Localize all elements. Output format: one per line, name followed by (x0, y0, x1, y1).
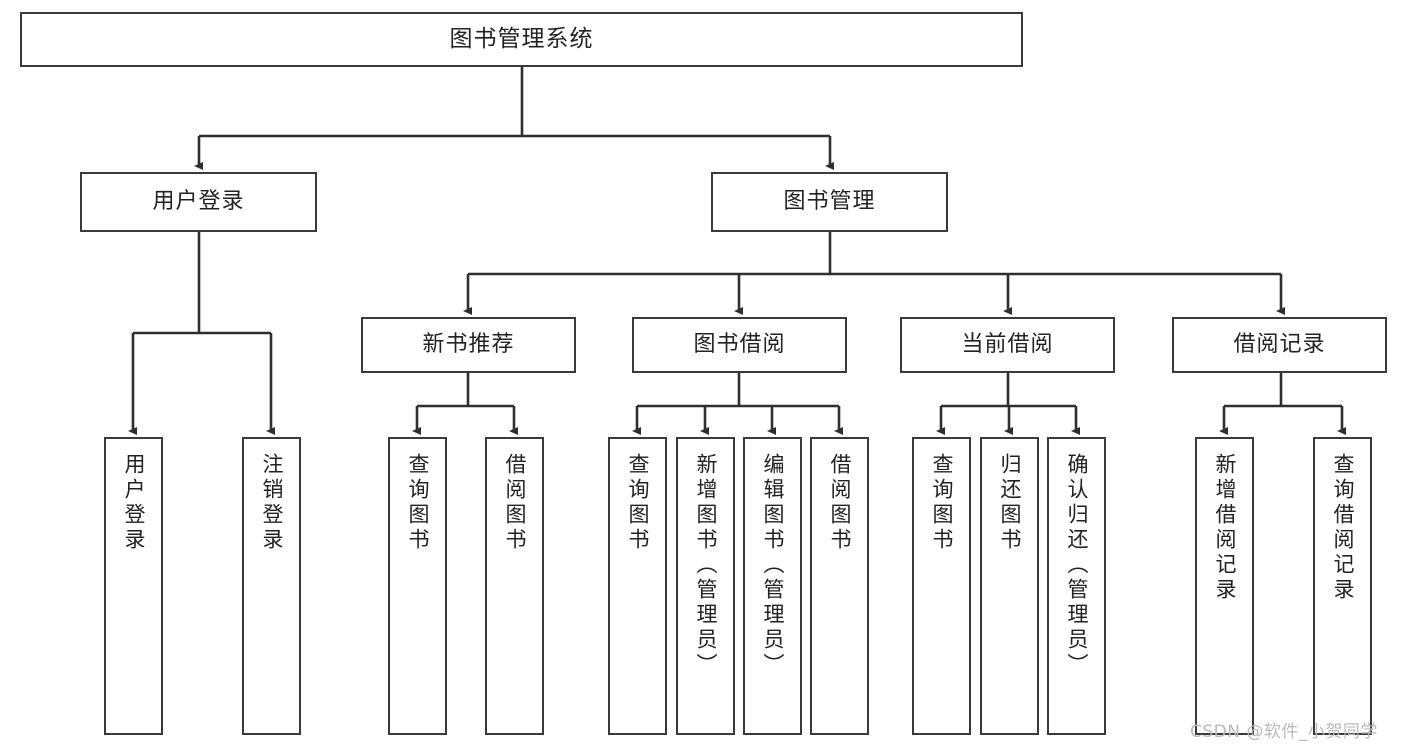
node-current-borrow[interactable]: 当前借阅 (900, 317, 1115, 373)
leaf-record-add[interactable]: 新增借阅记录 (1195, 437, 1254, 735)
node-root-label: 图书管理系统 (449, 25, 594, 52)
leaf-label: 新增借阅记录 (1213, 453, 1237, 603)
node-current-borrow-label: 当前借阅 (961, 332, 1054, 358)
leaf-borrow-edit-book[interactable]: 编辑图书（管理员） (743, 437, 802, 735)
leaf-current-query-book[interactable]: 查询图书 (912, 437, 971, 735)
leaf-new-book-borrow[interactable]: 借阅图书 (485, 437, 544, 735)
leaf-label: 新增图书（管理员） (694, 453, 718, 678)
leaf-borrow-add-book[interactable]: 新增图书（管理员） (676, 437, 735, 735)
leaf-label: 查询图书 (930, 453, 954, 553)
node-user-login-label: 用户登录 (152, 189, 245, 215)
node-borrow-record[interactable]: 借阅记录 (1172, 317, 1387, 373)
leaf-current-return-book[interactable]: 归还图书 (980, 437, 1039, 735)
leaf-user-login-logout[interactable]: 注销登录 (242, 437, 301, 735)
node-new-book-recommend[interactable]: 新书推荐 (361, 317, 576, 373)
node-book-borrow[interactable]: 图书借阅 (632, 317, 847, 373)
node-book-borrow-label: 图书借阅 (693, 332, 786, 358)
leaf-borrow-borrow-book[interactable]: 借阅图书 (810, 437, 869, 735)
leaf-current-confirm-return[interactable]: 确认归还（管理员） (1047, 437, 1106, 735)
leaf-label: 查询图书 (406, 453, 430, 553)
leaf-new-book-query[interactable]: 查询图书 (388, 437, 447, 735)
leaf-label: 确认归还（管理员） (1065, 453, 1089, 678)
leaf-borrow-query-book[interactable]: 查询图书 (608, 437, 667, 735)
leaf-label: 注销登录 (260, 453, 284, 553)
node-book-management[interactable]: 图书管理 (711, 172, 948, 232)
leaf-label: 查询图书 (626, 453, 650, 553)
watermark: CSDN @软件_小贺同学 (1190, 722, 1378, 742)
node-borrow-record-label: 借阅记录 (1233, 332, 1326, 358)
leaf-label: 查询借阅记录 (1331, 453, 1355, 603)
leaf-user-login-login[interactable]: 用户登录 (104, 437, 163, 735)
node-new-book-recommend-label: 新书推荐 (422, 332, 515, 358)
node-book-management-label: 图书管理 (783, 189, 876, 215)
node-root[interactable]: 图书管理系统 (20, 12, 1023, 67)
leaf-record-query[interactable]: 查询借阅记录 (1313, 437, 1372, 735)
node-user-login[interactable]: 用户登录 (80, 172, 317, 232)
leaf-label: 借阅图书 (828, 453, 852, 553)
leaf-label: 用户登录 (122, 453, 146, 553)
leaf-label: 归还图书 (998, 453, 1022, 553)
leaf-label: 借阅图书 (503, 453, 527, 553)
leaf-label: 编辑图书（管理员） (761, 453, 785, 678)
